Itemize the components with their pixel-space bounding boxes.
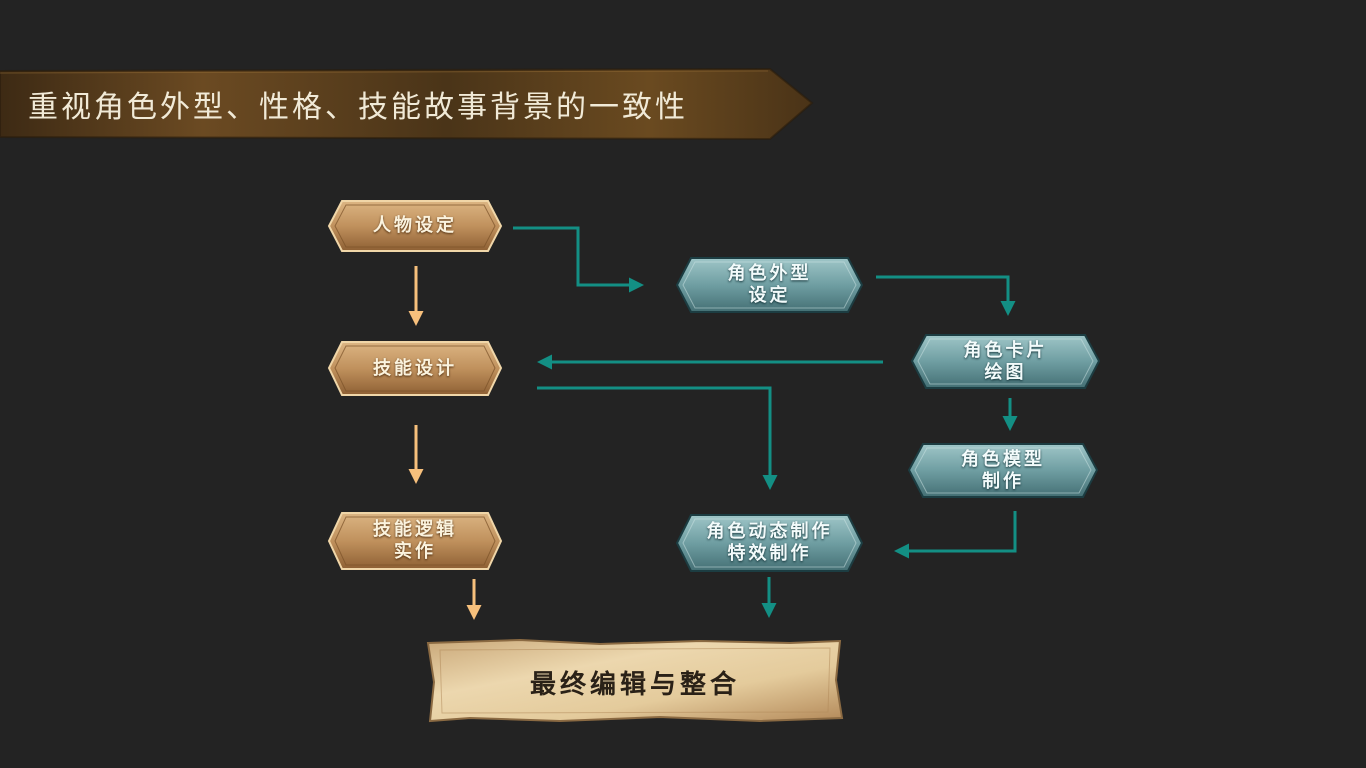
node-character-setting-shape — [327, 200, 503, 252]
node-label-line: 角色外型 — [727, 263, 812, 284]
node-skill-logic-shape — [327, 512, 503, 570]
node-card-illustration-shape — [910, 334, 1101, 389]
page-title: 重视角色外型、性格、技能故事背景的一致性 — [28, 90, 688, 125]
node-label-line: 绘图 — [984, 361, 1027, 383]
node-model-production: 角色模型 制作 — [909, 444, 1097, 497]
arrow-model-to-animation — [894, 511, 1017, 559]
arrow-character-to-appearance — [513, 226, 644, 293]
node-label-line: 角色动态制作 — [706, 521, 833, 542]
arrow-skill-design-to-animation — [537, 386, 778, 490]
node-model-production-shape — [907, 443, 1099, 498]
node-label-line: 人物设定 — [373, 215, 457, 236]
node-final-integration-shape — [426, 638, 844, 723]
node-label-line: 技能逻辑 — [373, 519, 457, 540]
node-label-line: 角色卡片 — [963, 339, 1048, 361]
node-skill-design-shape — [327, 341, 503, 396]
node-label-line: 制作 — [982, 470, 1024, 492]
node-character-setting: 人物设定 — [329, 201, 501, 251]
node-label-line: 实作 — [394, 541, 436, 562]
node-label-line: 角色模型 — [961, 448, 1045, 470]
node-label-line: 特效制作 — [727, 543, 812, 564]
node-final-integration: 最终编辑与整合 — [529, 669, 740, 700]
node-skill-design: 技能设计 — [329, 342, 501, 395]
node-appearance-setting: 角色外型 设定 — [677, 258, 862, 312]
node-card-illustration: 角色卡片 绘图 — [912, 335, 1099, 388]
node-animation-effects-shape — [675, 514, 864, 572]
node-label-line: 设定 — [748, 285, 791, 306]
node-appearance-setting-shape — [675, 257, 864, 313]
node-label-line: 技能设计 — [373, 357, 457, 379]
arrow-appearance-to-card — [876, 275, 1016, 316]
node-skill-logic: 技能逻辑 实作 — [329, 513, 501, 569]
node-animation-effects: 角色动态制作 特效制作 — [677, 515, 862, 571]
connectors — [408, 226, 1018, 620]
header-banner — [0, 67, 814, 141]
